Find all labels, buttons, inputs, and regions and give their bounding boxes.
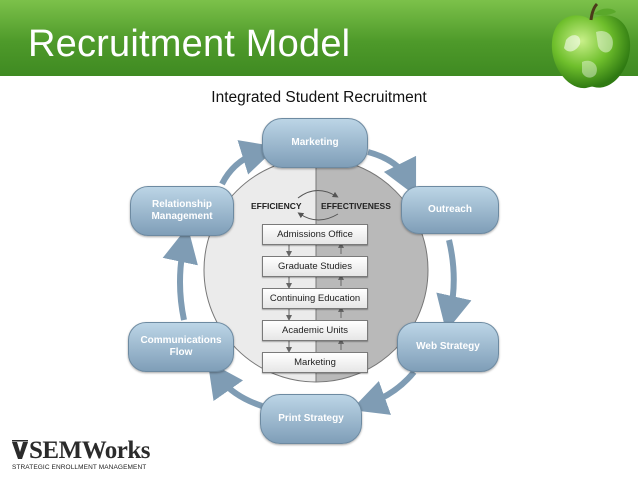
efficiency-label: EFFICIENCY [251, 201, 302, 211]
effectiveness-label: EFFECTIVENESS [321, 201, 391, 211]
office-box-academic-units: Academic Units [262, 320, 368, 341]
arrow-outreach-to-web-strategy [449, 240, 454, 314]
communications-flow-node: Communications Flow [128, 322, 234, 372]
office-box-continuing-education: Continuing Education [262, 288, 368, 309]
logo-tagline: STRATEGIC ENROLLMENT MANAGEMENT [12, 464, 150, 471]
semworks-logo: SEMWorks STRATEGIC ENROLLMENT MANAGEMENT [12, 438, 150, 471]
outreach-node: Outreach [401, 186, 499, 234]
office-box-admissions: Admissions Office [262, 224, 368, 245]
print-strategy-node: Print Strategy [260, 394, 362, 444]
logo-v-mark-icon [12, 440, 28, 460]
relationship-management-node: Relationship Management [130, 186, 234, 236]
office-box-marketing: Marketing [262, 352, 368, 373]
arrow-web-strategy-to-print-strategy [368, 372, 414, 404]
office-box-graduate-studies: Graduate Studies [262, 256, 368, 277]
marketing-node: Marketing [262, 118, 368, 168]
web-strategy-node: Web Strategy [397, 322, 499, 372]
logo-wordmark: SEMWorks [12, 438, 150, 464]
arrow-print-strategy-to-communications [218, 376, 262, 406]
arrow-communications-to-relationship [180, 244, 184, 320]
